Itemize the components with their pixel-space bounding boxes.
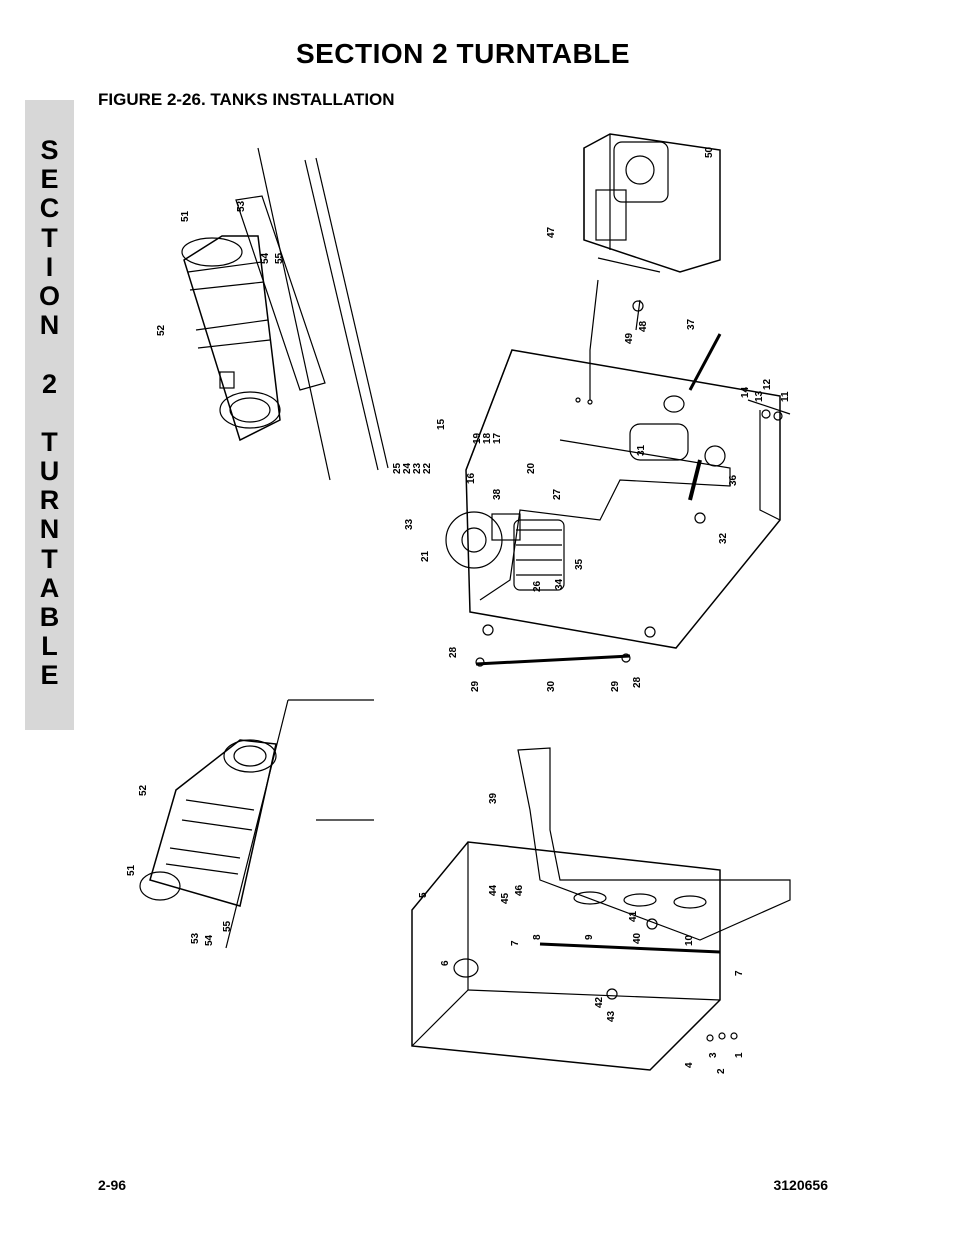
callout-8: 8	[532, 934, 543, 940]
side-tab-letter: T	[41, 222, 58, 253]
callout-20: 20	[526, 462, 537, 474]
callout-51: 51	[180, 210, 191, 222]
callout-21: 21	[420, 550, 431, 562]
callout-29: 29	[610, 680, 621, 692]
callout-52: 52	[138, 784, 149, 796]
side-tab-letter: B	[39, 602, 60, 632]
callout-36: 36	[728, 474, 739, 486]
callout-10: 10	[684, 934, 695, 946]
callout-41: 41	[628, 910, 639, 922]
callout-49: 49	[624, 332, 635, 344]
side-tab-letter: T	[41, 426, 58, 457]
callout-18: 18	[482, 432, 493, 444]
callout-55: 55	[274, 252, 285, 264]
callout-52: 52	[156, 324, 167, 336]
figure-title: FIGURE 2-26. TANKS INSTALLATION	[98, 90, 395, 109]
side-tab-letter: O	[38, 280, 60, 311]
upper-cylinder-tank	[181, 147, 389, 481]
side-tab-letter: E	[40, 164, 59, 195]
callout-30: 30	[546, 680, 557, 692]
callout-14: 14	[740, 386, 751, 398]
callout-16: 16	[466, 472, 477, 484]
callout-53: 53	[236, 200, 247, 212]
callout-37: 37	[686, 318, 697, 330]
callout-44: 44	[488, 884, 499, 896]
side-tab-letter: N	[39, 310, 60, 341]
callout-15: 15	[436, 418, 447, 430]
side-tab-letter: E	[40, 660, 59, 691]
callout-26: 26	[532, 580, 543, 592]
callout-13: 13	[754, 390, 765, 402]
callout-55: 55	[222, 920, 233, 932]
callout-28: 28	[448, 646, 459, 658]
side-tab-letter: S	[40, 135, 59, 165]
callout-48: 48	[638, 320, 649, 332]
page-header: SECTION 2 TURNTABLE	[295, 38, 631, 69]
callout-11: 11	[780, 391, 791, 402]
callout-54: 54	[204, 934, 215, 946]
document-number: 3120656	[773, 1177, 828, 1193]
callout-4: 4	[684, 1062, 695, 1068]
side-tab-letter: 2	[41, 368, 58, 399]
callout-33: 33	[404, 518, 415, 530]
callout-19: 19	[472, 432, 483, 444]
callout-54: 54	[260, 252, 271, 264]
callout-47: 47	[546, 226, 557, 238]
hydraulic-tank	[445, 333, 791, 667]
callout-53: 53	[190, 932, 201, 944]
callout-7: 7	[734, 970, 745, 976]
page-number: 2-96	[98, 1177, 127, 1193]
side-tab-letter: L	[41, 631, 58, 662]
callout-50: 50	[704, 146, 715, 158]
callout-7: 7	[510, 940, 521, 946]
callout-35: 35	[574, 558, 585, 570]
callout-51: 51	[126, 864, 137, 876]
callout-31: 31	[636, 444, 647, 456]
callout-9: 9	[584, 934, 595, 940]
callout-24: 24	[402, 462, 413, 474]
side-tab-letter: T	[41, 543, 58, 574]
side-tab-letter: N	[39, 514, 60, 545]
callout-22: 22	[422, 462, 433, 474]
callout-29: 29	[470, 680, 481, 692]
side-tab-letter: R	[39, 485, 60, 516]
side-tab-letter: C	[39, 193, 60, 224]
lower-cylinder-tank	[139, 699, 374, 949]
callout-labels: 51 53 54 55 52 47 50 49 48 37 14 13 12 1…	[126, 146, 791, 1074]
side-tab-letter: U	[39, 456, 60, 487]
callout-6: 6	[440, 960, 451, 966]
callout-1: 1	[734, 1052, 745, 1058]
callout-42: 42	[594, 996, 605, 1008]
callout-43: 43	[606, 1010, 617, 1022]
callout-5: 5	[418, 892, 429, 898]
electrical-box	[583, 133, 721, 400]
callout-34: 34	[554, 578, 565, 590]
callout-28: 28	[632, 676, 643, 688]
callout-17: 17	[492, 432, 503, 444]
side-tab-letter: A	[39, 572, 60, 603]
fuel-tank	[411, 747, 791, 1071]
callout-40: 40	[632, 932, 643, 944]
callout-27: 27	[552, 488, 563, 500]
callout-38: 38	[492, 488, 503, 500]
callout-12: 12	[762, 378, 773, 390]
callout-23: 23	[412, 462, 423, 474]
callout-45: 45	[500, 892, 511, 904]
side-tab-letter: I	[45, 251, 54, 282]
callout-3: 3	[708, 1052, 719, 1058]
callout-32: 32	[718, 532, 729, 544]
callout-25: 25	[392, 462, 403, 474]
callout-2: 2	[716, 1068, 727, 1074]
callout-39: 39	[488, 792, 499, 804]
callout-46: 46	[514, 884, 525, 896]
